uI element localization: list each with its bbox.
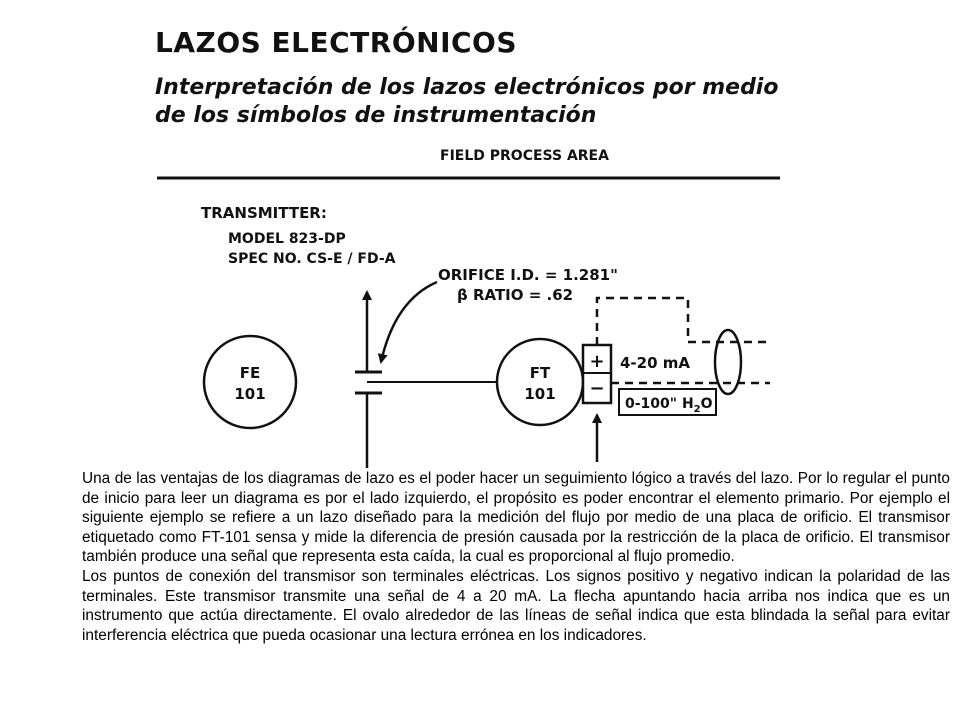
explanation-paragraph-2: Los puntos de conexión del transmisor so…	[82, 567, 950, 644]
fe-number: 101	[234, 385, 265, 403]
shield-oval	[713, 328, 743, 396]
beta-ratio-label: β RATIO = .62	[457, 286, 573, 304]
calibrated-range-box	[618, 388, 717, 416]
calibrated-range-label: 0-100" H2O	[625, 396, 713, 415]
ft-tag: FT	[530, 364, 551, 382]
orifice-leader-arrow	[377, 280, 438, 364]
orifice-id-label: ORIFICE I.D. = 1.281"	[438, 266, 618, 284]
negative-terminal-sign: −	[589, 378, 604, 399]
signal-range-label: 4-20 mA	[620, 354, 690, 372]
ft-101-bubble: FT 101	[495, 337, 585, 427]
transmitter-label: TRANSMITTER:	[201, 204, 327, 222]
spec-label: SPEC NO. CS-E / FD-A	[228, 251, 396, 267]
explanation-paragraph-1: Una de las ventajas de los diagramas de …	[82, 470, 950, 566]
explanation-text: Una de las ventajas de los diagramas de …	[82, 469, 950, 645]
signal-wire-positive	[595, 296, 770, 345]
fe-101-bubble: FE 101	[202, 334, 298, 430]
slide-title: LAZOS ELECTRÓNICOS	[155, 26, 518, 59]
model-label: MODEL 823-DP	[228, 231, 346, 247]
ft-number: 101	[524, 385, 555, 403]
field-process-area-label: FIELD PROCESS AREA	[440, 148, 609, 164]
positive-terminal-sign: +	[589, 351, 604, 372]
slide-subtitle: Interpretación de los lazos electrónicos…	[155, 75, 779, 128]
fe-tag: FE	[240, 364, 261, 382]
